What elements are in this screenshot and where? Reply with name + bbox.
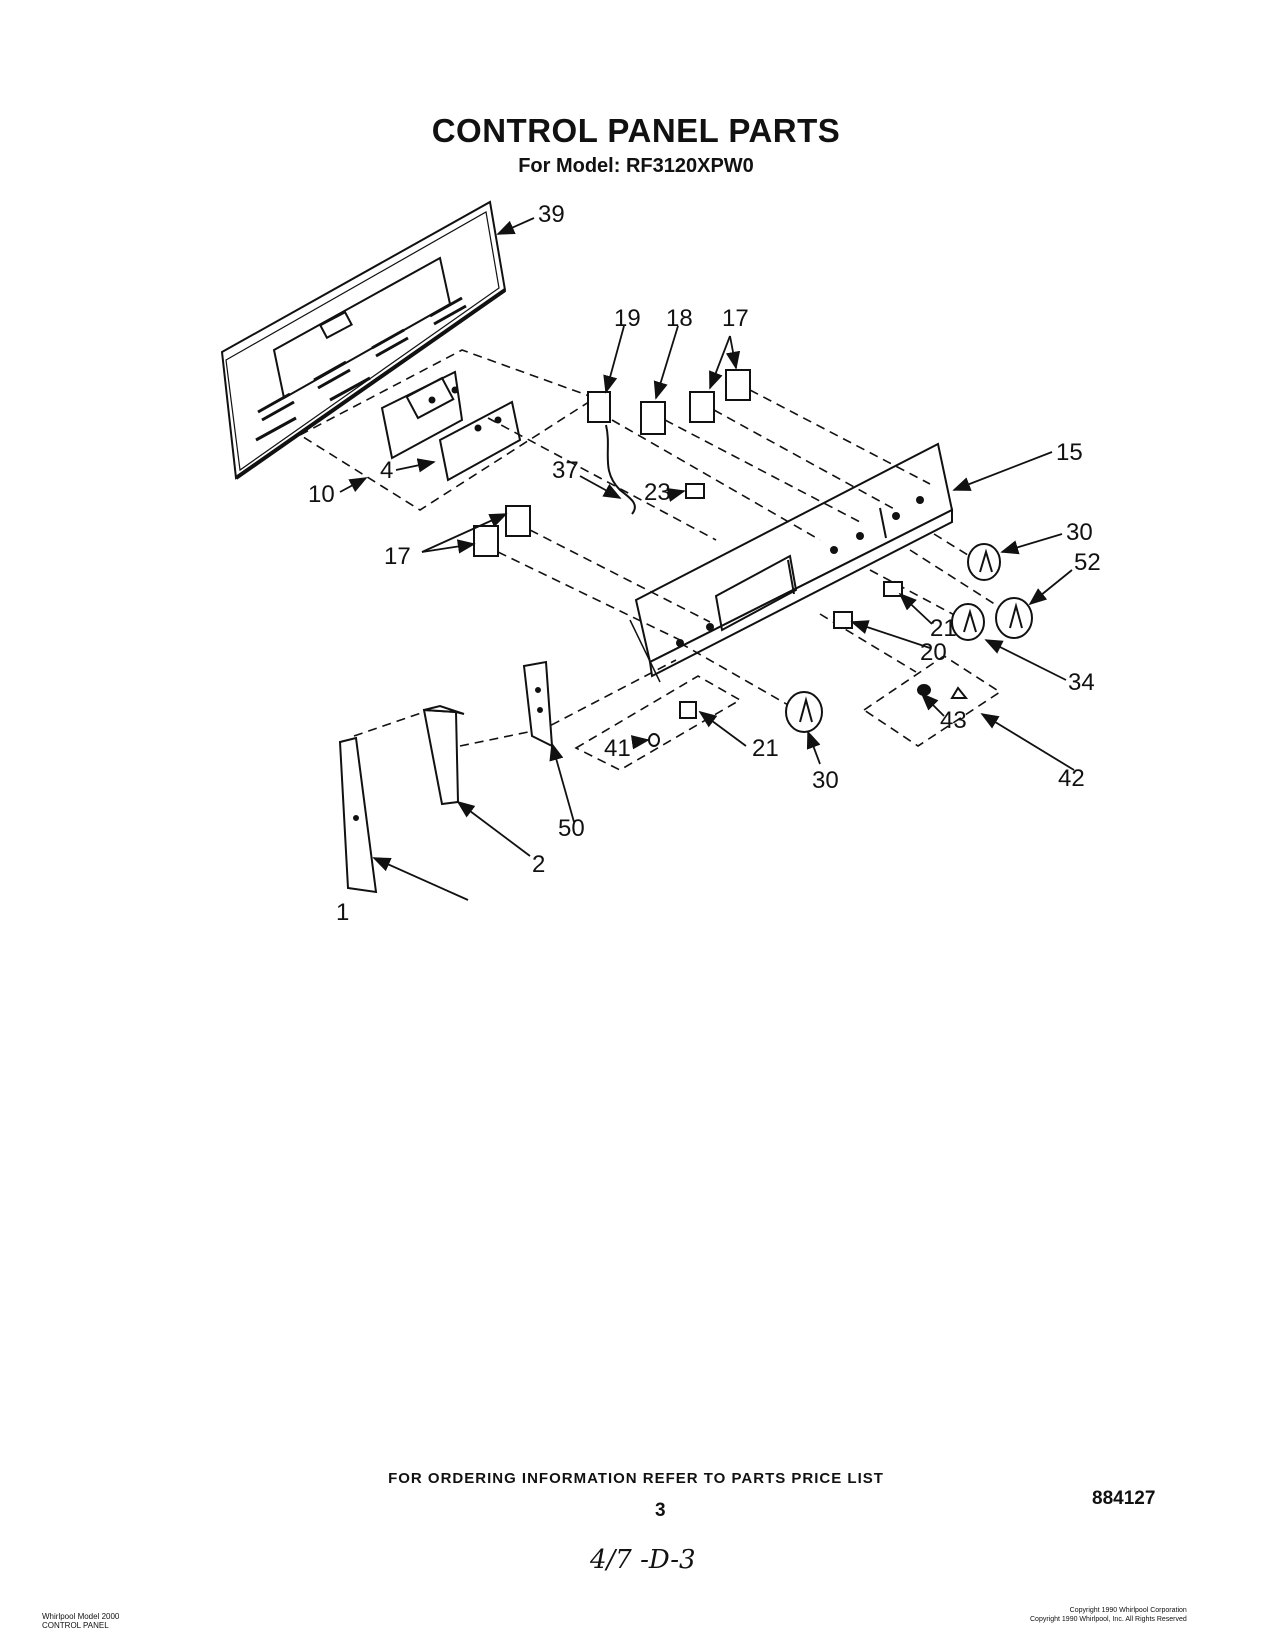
assembly-lines (353, 389, 1005, 747)
callout-15: 15 (1056, 439, 1083, 466)
callout-17-top: 17 (722, 305, 749, 332)
callout-1: 1 (336, 899, 349, 926)
footer-right-note: Copyright 1990 Whirlpool Corporation Cop… (1030, 1607, 1187, 1623)
control-knobs (785, 543, 1033, 733)
page-number: 3 (655, 1500, 666, 1521)
callout-17-left: 17 (384, 543, 411, 570)
callout-4: 4 (380, 457, 393, 484)
callout-52: 52 (1074, 549, 1101, 576)
handwritten-note: 4/7 -D-3 (590, 1545, 696, 1575)
callout-34: 34 (1068, 669, 1095, 696)
callout-21-right: 21 (930, 615, 957, 642)
clock-timer-assembly (298, 349, 597, 511)
callout-42: 42 (1058, 765, 1085, 792)
callout-18: 18 (666, 305, 693, 332)
callout-39: 39 (538, 201, 565, 228)
callout-37: 37 (552, 457, 579, 484)
callout-10: 10 (308, 481, 335, 508)
callout-30-right: 30 (1066, 519, 1093, 546)
callout-21-bottom: 21 (752, 735, 779, 762)
model-subtitle: For Model: RF3120XPW0 (518, 155, 754, 177)
callout-50: 50 (558, 815, 585, 842)
callout-20: 20 (920, 639, 947, 666)
callout-23: 23 (644, 479, 671, 506)
callout-19: 19 (614, 305, 641, 332)
callout-41: 41 (604, 735, 631, 762)
page-title: CONTROL PANEL PARTS (431, 112, 841, 149)
control-panel-trim (629, 442, 954, 683)
callout-43: 43 (940, 707, 967, 734)
ordering-info: FOR ORDERING INFORMATION REFER TO PARTS … (388, 1470, 884, 1487)
footer-left-note: Whirlpool Model 2000 CONTROL PANEL (42, 1612, 120, 1630)
lower-switches (473, 505, 531, 557)
callout-labels: 1 2 4 10 15 17 17 18 19 20 21 21 23 30 3… (308, 201, 1101, 926)
document-number: 884127 (1092, 1488, 1156, 1509)
rear-console-panel (220, 200, 507, 480)
leader-arrows (339, 217, 1075, 901)
upper-switches (587, 369, 751, 435)
callout-2: 2 (532, 851, 545, 878)
callout-30-bottom: 30 (812, 767, 839, 794)
